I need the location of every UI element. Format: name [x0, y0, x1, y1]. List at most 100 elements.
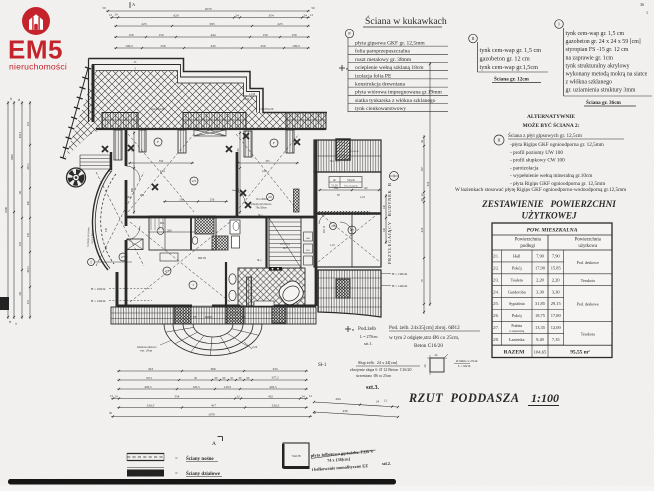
svg-text:Pod. żelb. 24x35[cm] zbroj. 6Ø: Pod. żelb. 24x35[cm] zbroj. 6Ø12: [389, 325, 460, 331]
svg-text:1,10: 1,10: [360, 196, 365, 199]
svg-text:12: 12: [309, 394, 313, 398]
svg-text:płyta żelbetowa gęstożebr. FZB: płyta żelbetowa gęstożebr. FZB-V: [311, 449, 375, 458]
svg-text:120: 120: [364, 187, 369, 190]
svg-text:225: 225: [141, 22, 146, 26]
svg-text:Pow. komunik: Pow. komunik: [344, 186, 358, 188]
svg-text:Sł-1: Sł-1: [318, 363, 327, 368]
svg-text:387: 387: [420, 166, 424, 171]
svg-text:RAZEM: RAZEM: [504, 350, 526, 356]
svg-text:2/2.: 2/2.: [493, 266, 499, 270]
svg-text:B: B: [352, 328, 354, 332]
svg-text:250: 250: [160, 44, 165, 48]
svg-text:Powierzchnia: Powierzchnia: [575, 238, 602, 243]
svg-text:tynk cem-wap gr.1,5cm: tynk cem-wap gr.1,5cm: [480, 64, 539, 71]
svg-text:250: 250: [260, 44, 265, 48]
svg-text:343: 343: [272, 367, 277, 371]
svg-text:O225x120: O225x120: [152, 107, 165, 111]
svg-text:554: 554: [175, 394, 180, 398]
svg-text:24: 24: [115, 13, 119, 17]
svg-text:24: 24: [235, 13, 239, 17]
svg-text:355: 355: [265, 160, 270, 163]
svg-text:533: 533: [27, 232, 30, 237]
svg-text:UŻYTKOWEJ: UŻYTKOWEJ: [521, 211, 577, 221]
svg-text:2,64: 2,64: [262, 170, 267, 173]
svg-text:104,65: 104,65: [534, 350, 547, 356]
svg-text:50: 50: [311, 6, 315, 10]
svg-text:H = 190cm: H = 190cm: [392, 272, 408, 276]
svg-text:II: II: [498, 138, 501, 143]
svg-text:Dw: Dw: [160, 221, 165, 225]
svg-text:strzemiona Ø6 co 25cm: strzemiona Ø6 co 25cm: [356, 374, 391, 378]
svg-text:tynk cem-wap gr. 1,5 cm: tynk cem-wap gr. 1,5 cm: [480, 47, 542, 54]
svg-text:FE: FE: [193, 315, 197, 319]
svg-text:74 x 138[cm]: 74 x 138[cm]: [327, 456, 351, 463]
svg-text:schody strychowe: schody strychowe: [251, 202, 273, 206]
svg-text:F: F: [348, 31, 351, 36]
svg-text:354: 354: [268, 13, 273, 17]
svg-text:szł.2.: szł.2.: [382, 461, 391, 466]
svg-text:2,20: 2,20: [536, 277, 544, 283]
svg-text:F: F: [157, 140, 159, 144]
svg-text:18,75: 18,75: [535, 313, 546, 319]
svg-text:2/8.: 2/8.: [493, 338, 499, 342]
svg-text:24: 24: [114, 394, 118, 398]
svg-text:138: 138: [179, 197, 184, 201]
svg-text:29,15: 29,15: [551, 301, 562, 307]
svg-text:gr. uziarnienia struktury 3mm: gr. uziarnienia struktury 3mm: [566, 88, 636, 94]
svg-text:podłogi: podłogi: [520, 244, 535, 249]
svg-text:2/5: 2/5: [192, 179, 197, 183]
svg-text:Garderoba: Garderoba: [508, 289, 526, 294]
svg-text:1: 1: [90, 260, 92, 264]
svg-text:20: 20: [420, 198, 424, 202]
svg-text:12: 12: [420, 193, 424, 197]
svg-text:Ściana z płyt gipsowych gr. 12: Ściana z płyt gipsowych gr. 12,5cm: [508, 131, 582, 139]
svg-text:91: 91: [231, 377, 234, 380]
svg-text:- profil słupkowy CW 100: - profil słupkowy CW 100: [510, 157, 565, 164]
svg-text:30 x 47,5: 30 x 47,5: [330, 160, 340, 163]
svg-text:225x120: 225x120: [350, 150, 360, 153]
svg-text:i bełkowanie monolityczne EZ: i bełkowanie monolityczne EZ: [312, 463, 369, 472]
svg-text:folia paroprzepuszczalna: folia paroprzepuszczalna: [355, 48, 410, 55]
svg-text:1:100: 1:100: [531, 391, 559, 405]
svg-text:Toaleta: Toaleta: [511, 277, 523, 282]
svg-text:12: 12: [384, 399, 388, 403]
svg-text:150: 150: [131, 148, 134, 153]
svg-text:350: 350: [159, 160, 164, 163]
svg-text:13,35: 13,35: [535, 325, 546, 331]
svg-text:Słup żelb. 24 x 24[cm]: Słup żelb. 24 x 24[cm]: [358, 360, 398, 365]
svg-text:użytkowa: użytkowa: [578, 244, 598, 249]
svg-text:151: 151: [19, 190, 22, 195]
svg-text:150: 150: [158, 33, 163, 37]
svg-text:z suszarnią: z suszarnią: [509, 329, 524, 333]
svg-text:- płyta Rigips GKF ognioodporn: - płyta Rigips GKF ognioodporna gr. 12,5…: [510, 181, 605, 187]
svg-text:453,5: 453,5: [27, 266, 30, 273]
svg-text:164: 164: [334, 187, 339, 190]
svg-text:150: 150: [128, 33, 133, 37]
svg-text:L = 278cm: L = 278cm: [360, 334, 378, 339]
svg-text:533: 533: [19, 241, 22, 246]
svg-text:Ściana gr. 36cm: Ściana gr. 36cm: [586, 98, 622, 106]
svg-text:gazobeton gr. 12 cm: gazobeton gr. 12 cm: [480, 56, 530, 63]
svg-text:3,30: 3,30: [552, 289, 560, 295]
svg-text:1.150: 1.150: [243, 98, 250, 101]
svg-text:7,35: 7,35: [552, 337, 560, 343]
svg-text:2/7.: 2/7.: [493, 326, 499, 330]
svg-text:Izolacja pozioma: Izolacja pozioma: [87, 227, 91, 247]
svg-text:120,5: 120,5: [192, 385, 200, 390]
svg-text:50: 50: [313, 411, 317, 415]
svg-text:H = 190cm: H = 190cm: [91, 287, 106, 291]
svg-text:460: 460: [237, 187, 240, 192]
svg-text:Pod.żelb: Pod.żelb: [358, 326, 376, 332]
svg-text:2/8: 2/8: [331, 225, 335, 228]
svg-text:260: 260: [167, 229, 172, 233]
svg-text:RZUT PODDASZA: RZUT PODDASZA: [408, 391, 520, 405]
svg-text:Ø 6mm co 25cm: Ø 6mm co 25cm: [456, 359, 478, 363]
svg-text:16 x 200cm: 16 x 200cm: [256, 198, 268, 201]
svg-text:402,5: 402,5: [269, 385, 277, 390]
svg-text:z włókna szklanego: z włókna szklanego: [566, 80, 613, 86]
svg-text:gazobeton gr. 24 x 24 x 59 [cm: gazobeton gr. 24 x 24 x 59 [cm]: [566, 39, 641, 45]
svg-text:styropian FS -15 gr. 12 cm: styropian FS -15 gr. 12 cm: [566, 47, 629, 53]
svg-text:L = 96cm: L = 96cm: [458, 364, 471, 368]
svg-text:430: 430: [342, 409, 347, 413]
svg-text:620: 620: [173, 13, 178, 17]
